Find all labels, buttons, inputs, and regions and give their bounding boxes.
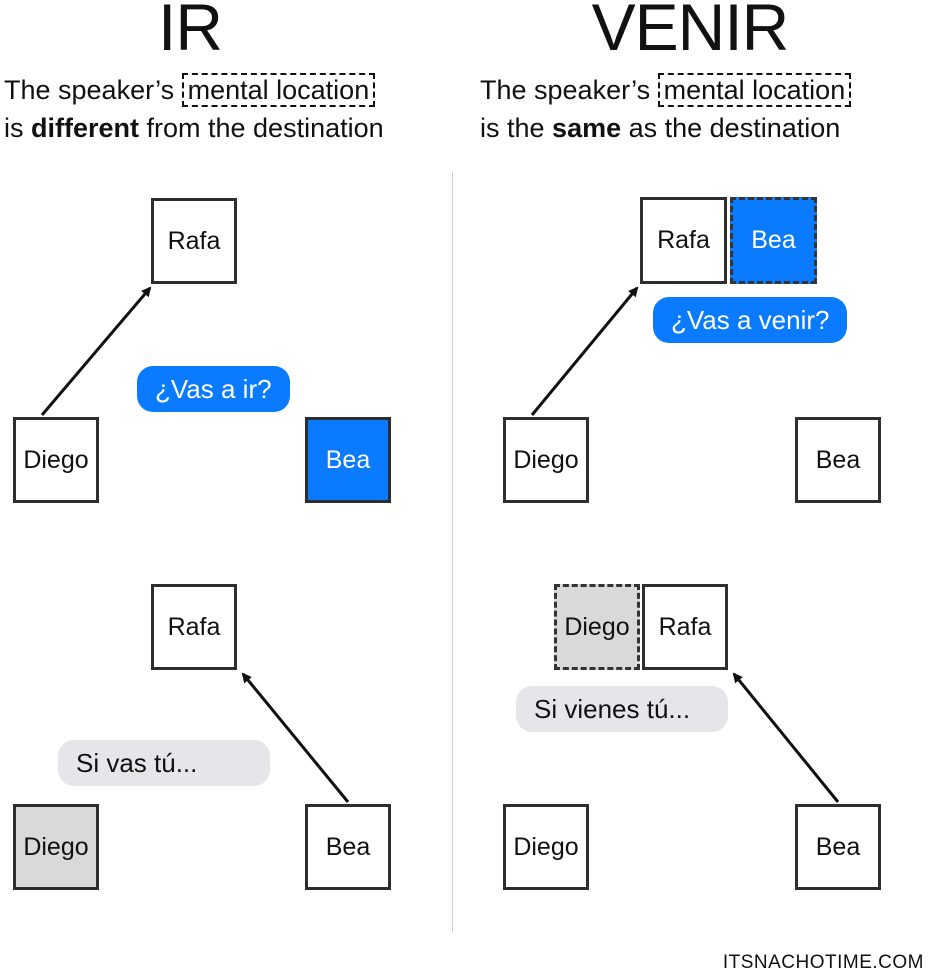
ir-subtitle-pre: The speaker’s [4, 75, 182, 105]
ir-subtitle-line1: The speaker’s mental location [4, 72, 376, 108]
venir-top-bea-box: Bea [795, 417, 881, 503]
venir-top-bea-mental-box: Bea [730, 197, 817, 284]
arrow-ir-top [40, 286, 152, 416]
venir-top-speech-bubble: ¿Vas a venir? [653, 297, 848, 343]
venir-subtitle-line1: The speaker’s mental location [480, 72, 852, 108]
venir-bottom-diego-mental-box: Diego [554, 584, 640, 670]
ir-top-bea-box: Bea [305, 417, 391, 503]
venir-top-rafa-box: Rafa [640, 197, 727, 284]
venir-keyword: same [552, 113, 622, 143]
ir-bottom-diego-box: Diego [13, 804, 99, 890]
ir-bottom-bea-box: Bea [305, 804, 391, 890]
arrow-venir-top [530, 286, 639, 416]
venir-bottom-diego-box: Diego [503, 804, 589, 890]
ir-top-diego-box: Diego [13, 417, 99, 503]
ir-top-speech-bubble: ¿Vas a ir? [137, 366, 290, 412]
site-credit: ITSNACHOTIME.COM [722, 952, 924, 973]
ir-keyword: different [31, 113, 139, 143]
arrow-ir-bottom [241, 672, 350, 803]
ir-subtitle-line2-post: from the destination [139, 113, 384, 143]
ir-top-rafa-box: Rafa [151, 198, 237, 284]
venir-mental-location: mental location [657, 73, 852, 107]
venir-subtitle-line2: is the same as the destination [480, 110, 840, 146]
venir-subtitle-pre: The speaker’s [480, 75, 658, 105]
ir-bottom-rafa-box: Rafa [151, 584, 237, 670]
ir-subtitle-line2-pre: is [4, 113, 31, 143]
column-divider [452, 172, 453, 932]
venir-top-diego-box: Diego [503, 417, 589, 503]
venir-subtitle-line2-pre: is the [480, 113, 553, 143]
arrow-venir-bottom [732, 672, 840, 803]
venir-title: VENIR [591, 0, 790, 64]
venir-bottom-speech-bubble: Si vienes tú... [516, 686, 728, 732]
ir-bottom-speech-bubble: Si vas tú... [58, 740, 270, 786]
ir-mental-location: mental location [181, 73, 376, 107]
venir-subtitle-line2-post: as the destination [621, 113, 841, 143]
ir-subtitle-line2: is different from the destination [4, 110, 384, 146]
venir-bottom-rafa-box: Rafa [642, 584, 728, 670]
ir-title: IR [158, 0, 223, 64]
venir-bottom-bea-box: Bea [795, 804, 881, 890]
